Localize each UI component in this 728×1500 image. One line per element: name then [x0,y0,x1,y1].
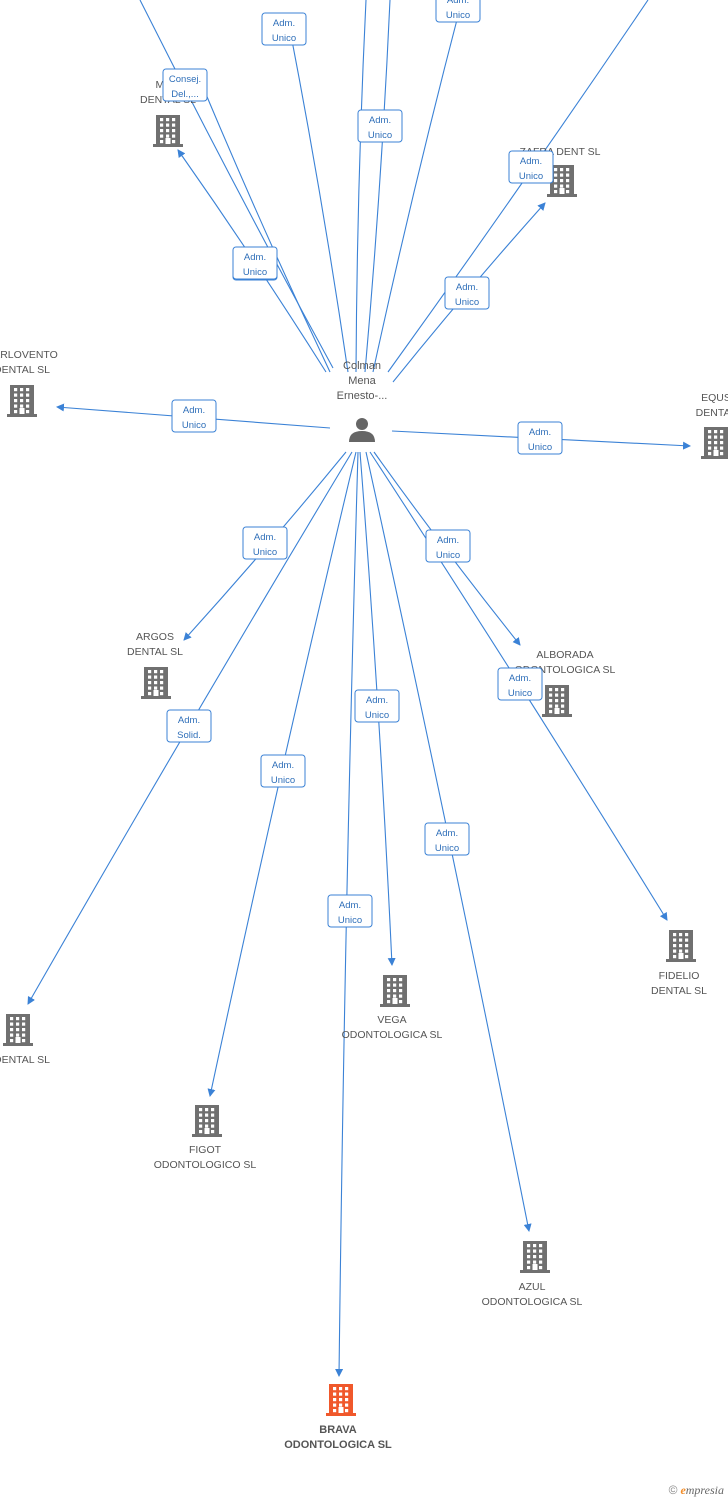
svg-text:Del.,...: Del.,... [171,89,198,100]
edge-top-right-1 [372,7,461,373]
role-label-consej[interactable]: Consej. Del.,... [162,68,208,102]
company-brava-building-icon[interactable] [326,1384,356,1416]
role-label-adm-unico[interactable]: Adm. Unico [424,822,470,856]
role-label-adm-unico[interactable]: Adm. Unico [242,526,288,560]
edge-top-center-1 [355,0,367,373]
company-zaf-building-icon[interactable] [547,165,577,197]
svg-text:Unico: Unico [446,10,470,21]
company-fidelio-building-icon[interactable] [666,930,696,962]
role-label-adm-solid[interactable]: Adm. Solid. [166,709,212,743]
company-vega-label: VEGA [377,1014,406,1026]
svg-text:Unico: Unico [271,775,295,786]
edge-top-right-2 [387,0,649,373]
company-azul-label: ODONTOLOGICA SL [482,1296,583,1308]
company-equs-building-icon[interactable] [701,427,728,459]
svg-text:Adm.: Adm. [339,900,361,911]
svg-text:Adm.: Adm. [244,252,266,263]
svg-text:Solid.: Solid. [177,730,201,741]
role-label-adm-unico[interactable]: Adm. Unico [425,529,471,563]
svg-text:Unico: Unico [182,420,206,431]
svg-text:Unico: Unico [508,688,532,699]
company-vega-building-icon[interactable] [380,975,410,1007]
company-alborada-label: ALBORADA [536,649,593,661]
copyright-symbol: © [668,1483,678,1497]
company-alborada-building-icon[interactable] [542,685,572,717]
role-label-adm-unico[interactable]: Adm. Unico [260,754,306,788]
svg-text:Adm.: Adm. [254,532,276,543]
svg-text:Unico: Unico [243,267,267,278]
svg-text:Unico: Unico [528,442,552,453]
svg-text:Unico: Unico [436,550,460,561]
svg-text:Adm.: Adm. [183,405,205,416]
person-icon [356,418,368,430]
company-brava-label: BRAVA [319,1424,357,1436]
role-label-adm-unico[interactable]: Adm. Unico [517,421,563,455]
svg-text:Adm.: Adm. [529,427,551,438]
company-argos-label: DENTAL SL [127,646,183,658]
svg-text:Adm.: Adm. [520,156,542,167]
svg-text:Unico: Unico [455,297,479,308]
company-barlovento-label: BARLOVENTO [0,349,58,361]
role-label-adm-unico[interactable]: Adm. Unico [497,667,543,701]
company-brava-label: ODONTOLOGICA SL [284,1439,392,1451]
role-label-adm-unico[interactable]: Adm. Unico [354,689,400,723]
company-mu-building-icon[interactable] [153,115,183,147]
svg-text:Unico: Unico [368,130,392,141]
svg-text:Unico: Unico [365,710,389,721]
svg-text:Unico: Unico [272,33,296,44]
svg-text:Adm.: Adm. [178,715,200,726]
svg-text:Adm.: Adm. [447,0,469,6]
company-figot-building-icon[interactable] [192,1105,222,1137]
person-node[interactable] [349,418,375,442]
company-figot-label: ODONTOLOGICO SL [154,1159,257,1171]
svg-text:Unico: Unico [519,171,543,182]
role-label-adm-unico[interactable]: Adm. Unico [232,246,278,280]
company-equs-label: DENTAL [696,407,728,419]
svg-text:Adm.: Adm. [509,673,531,684]
empresia-logo: empresia [680,1483,724,1497]
person-name-label: Mena [348,375,376,387]
company-equs-label: EQUS [701,392,728,404]
company-fidelio-label: DENTAL SL [651,985,707,997]
svg-text:Adm.: Adm. [273,18,295,29]
role-label-adm-unico[interactable]: Adm. Unico [508,150,554,184]
svg-text:Unico: Unico [435,843,459,854]
svg-text:Consej.: Consej. [169,74,201,85]
role-label-adm-unico[interactable]: Adm. Unico [435,0,481,23]
edge-top-left-1 [139,0,334,369]
company-fidelio-label: FIDELIO [659,970,700,982]
person-name-label: Ernesto-... [337,390,388,402]
company-azul-label: AZUL [519,1281,546,1293]
role-label-adm-unico[interactable]: Adm. Unico [444,276,490,310]
role-label-adm-unico[interactable]: Adm. Unico [171,399,217,433]
svg-text:Adm.: Adm. [456,282,478,293]
company-barlovento-building-icon[interactable] [7,385,37,417]
edge-mu-consej [199,79,331,373]
svg-text:Adm.: Adm. [366,695,388,706]
edge-top-left-2 [289,29,349,373]
person-name-label: Colman [343,360,381,372]
company-azul-building-icon[interactable] [520,1241,550,1273]
svg-text:Adm.: Adm. [369,115,391,126]
company-argos-label: ARGOS [136,631,174,643]
svg-text:Adm.: Adm. [436,828,458,839]
company-vega-label: ODONTOLOGICA SL [342,1029,443,1041]
footer-brand: ©empresia [669,1483,724,1498]
company-leftdental-label: DENTAL SL [0,1054,50,1066]
company-figot-label: FIGOT [189,1144,222,1156]
role-label-adm-unico[interactable]: Adm. Unico [261,12,307,46]
svg-text:Adm.: Adm. [272,760,294,771]
role-label-adm-unico[interactable]: Adm. Unico [357,109,403,143]
role-label-adm-unico[interactable]: Adm. Unico [327,894,373,928]
company-leftdental-building-icon[interactable] [3,1014,33,1046]
svg-text:Adm.: Adm. [437,535,459,546]
svg-text:Unico: Unico [253,547,277,558]
company-argos-building-icon[interactable] [141,667,171,699]
company-barlovento-label: DENTAL SL [0,364,50,376]
svg-text:Unico: Unico [338,915,362,926]
edge-top-center-2 [364,0,391,373]
